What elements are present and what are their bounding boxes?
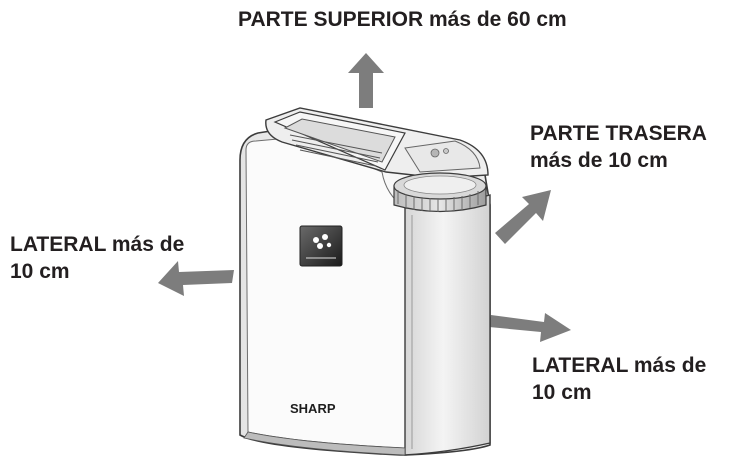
label-back-line2: más de 10 cm (530, 149, 668, 173)
label-top-clearance: PARTE SUPERIOR más de 60 cm (238, 6, 567, 33)
arrow-up-icon (348, 53, 384, 108)
label-back-clearance: PARTE TRASERA más de 10 cm (530, 120, 707, 175)
control-dial (393, 172, 487, 213)
label-right-line2: 10 cm (532, 381, 592, 405)
label-top-text: PARTE SUPERIOR más de 60 cm (238, 8, 567, 31)
label-left-clearance: LATERAL más de 10 cm (10, 231, 184, 286)
arrow-left-icon (158, 261, 234, 296)
air-purifier-device: SHARP (239, 107, 491, 456)
arrow-back-icon (495, 190, 551, 244)
label-left-line2: 10 cm (10, 260, 70, 284)
label-right-line1: LATERAL más de (532, 354, 707, 377)
arrow-right-icon (489, 313, 571, 342)
label-left-line1: LATERAL más de (10, 233, 185, 256)
brand-logo: SHARP (290, 401, 336, 416)
label-right-clearance: LATERAL más de 10 cm (532, 352, 706, 407)
label-back-line1: PARTE TRASERA (530, 122, 707, 145)
grille-slats (289, 134, 383, 167)
plasmacluster-emblem-icon (299, 225, 343, 267)
